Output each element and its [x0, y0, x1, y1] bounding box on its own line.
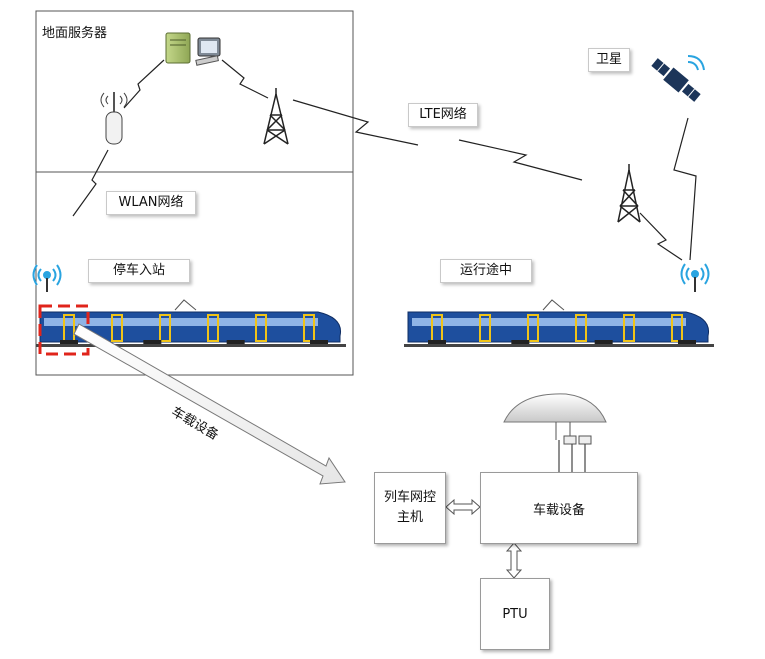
train-bogie: [594, 340, 613, 344]
track-lte-tower-icon: [617, 164, 641, 223]
train-door: [303, 314, 315, 342]
pantograph-icon: [542, 299, 565, 311]
ground-server-label: 地面服务器: [42, 26, 108, 41]
train-in-station: [36, 299, 346, 347]
station-zone: [35, 171, 354, 376]
lte-link: [292, 99, 419, 146]
train-network-host-box: 列车网控 主机: [374, 472, 446, 544]
lte-link-2: [458, 139, 583, 181]
train-bogie: [226, 340, 245, 344]
wireless-link-ap-train: [72, 149, 109, 217]
server-computer-icon: [165, 32, 221, 66]
wlan-network-label: WLAN网络: [106, 191, 196, 215]
train-bogie: [310, 340, 328, 344]
station-signal-icon: [32, 264, 62, 292]
satellite-label: 卫星: [588, 48, 630, 72]
train-door: [527, 314, 539, 342]
wireless-link-tower-train: [639, 212, 683, 261]
train-en-route: [404, 299, 714, 347]
wireless-link-server-tower: [221, 59, 269, 99]
satellite-icon: [651, 58, 701, 102]
train-door: [623, 314, 635, 342]
satellite-link: [673, 117, 697, 261]
onboard-equipment-arrow: [73, 323, 346, 485]
link-onboard-to-ptu: [505, 542, 523, 579]
wifi-access-point-icon: [100, 92, 128, 145]
train-door: [111, 314, 123, 342]
train-bogie: [511, 340, 530, 344]
satellite-signal-outer-icon: [687, 55, 705, 71]
in-operation-label: 运行途中: [440, 259, 532, 283]
train-door: [207, 314, 219, 342]
train-door: [255, 314, 267, 342]
gps-antenna-dome-icon: [503, 393, 607, 445]
onboard-equipment-box: 车载设备: [480, 472, 638, 544]
ground-lte-tower-icon: [263, 88, 289, 145]
train-door: [575, 314, 587, 342]
ptu-box: PTU: [480, 578, 550, 650]
train-bogie: [143, 340, 162, 344]
train-door: [159, 314, 171, 342]
lte-network-label: LTE网络: [408, 103, 478, 127]
train-body: [407, 311, 710, 343]
wireless-link-server-ap: [123, 59, 165, 109]
rail: [36, 344, 346, 347]
rail: [404, 344, 714, 347]
train-window-strip: [44, 318, 318, 326]
train-bogie: [428, 340, 446, 344]
train-bogie: [678, 340, 696, 344]
link-host-to-onboard: [445, 498, 481, 516]
pantograph-icon: [174, 299, 197, 311]
parked-in-station-label: 停车入站: [88, 259, 190, 283]
train-signal-icon: [680, 263, 710, 292]
satellite-signal-icon: [687, 61, 699, 71]
train-door: [479, 314, 491, 342]
train-bogie: [60, 340, 78, 344]
train-window-strip: [412, 318, 686, 326]
train-door: [671, 314, 683, 342]
